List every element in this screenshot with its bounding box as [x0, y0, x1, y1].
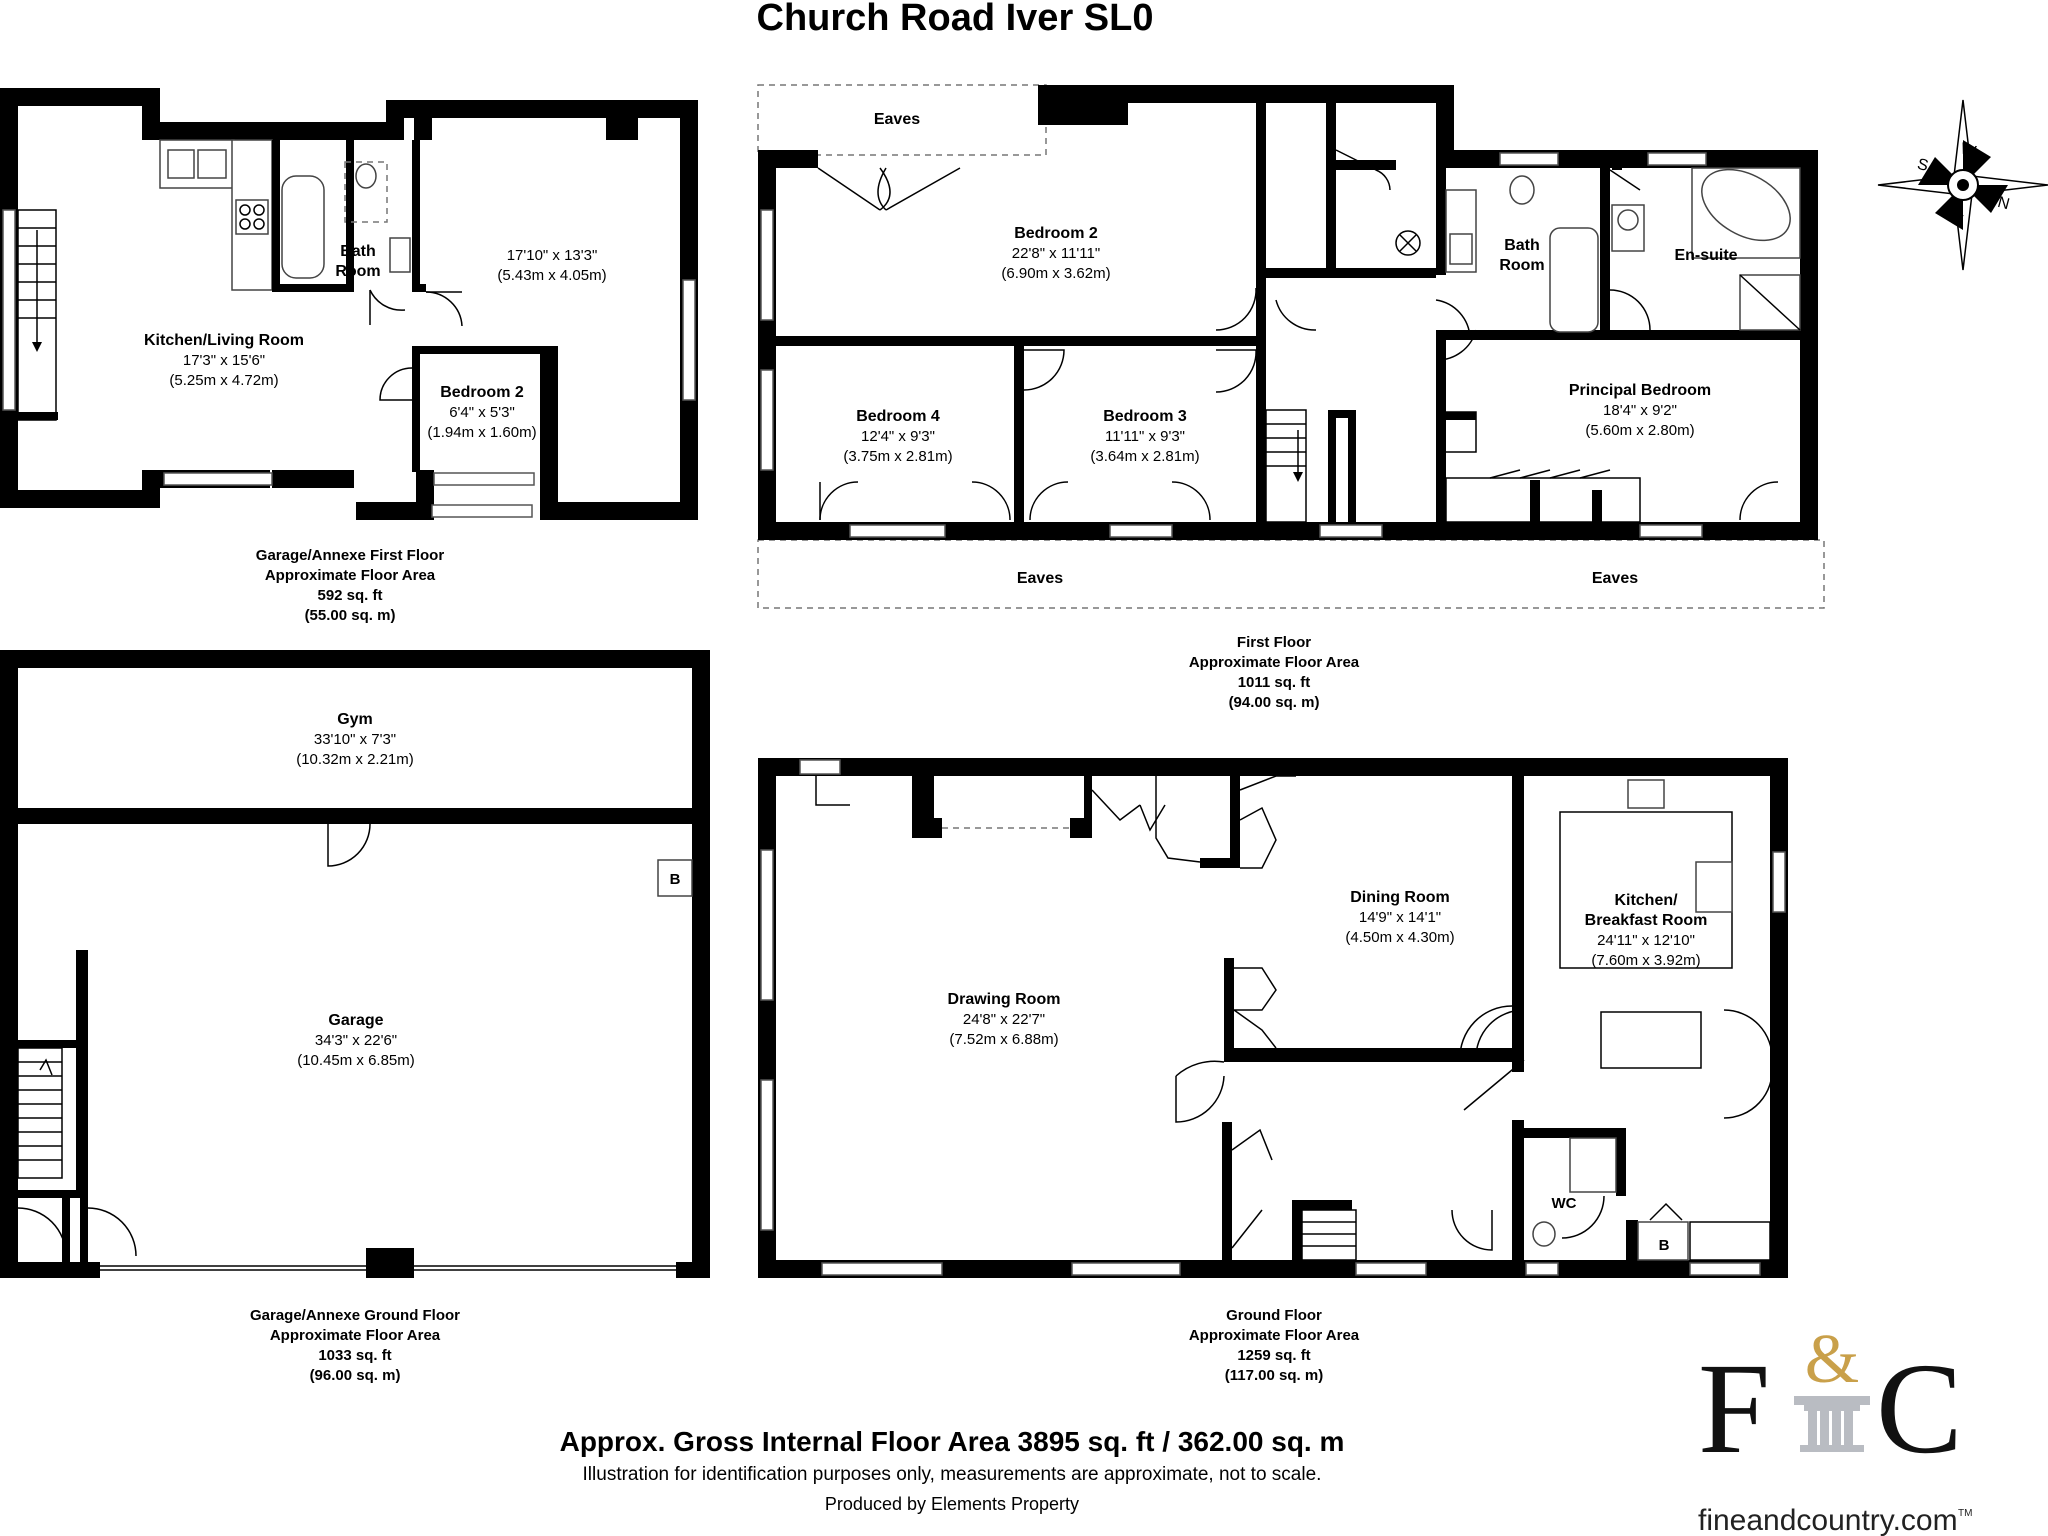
compass-rose-icon: W N E S — [1877, 99, 2048, 271]
floor-area-subtitle: Approximate Floor Area — [265, 567, 436, 584]
eaves-label: Eaves — [1017, 570, 1063, 587]
boiler-label: B — [670, 871, 681, 888]
room-size-metric: (7.52m x 6.88m) — [949, 1031, 1058, 1048]
room-name: Room — [1499, 257, 1544, 274]
room-size: 34'3" x 22'6" — [315, 1032, 397, 1049]
room-name: WC — [1552, 1195, 1577, 1212]
gross-floor-area: Approx. Gross Internal Floor Area 3895 s… — [560, 1426, 1345, 1457]
annexe-ground-floor-plan — [0, 650, 710, 1278]
floor-area-subtitle: Approximate Floor Area — [1189, 654, 1360, 671]
room-size: 11'11" x 9'3" — [1105, 428, 1185, 445]
floor-area-sqm: (55.00 sq. m) — [305, 607, 396, 624]
room-size: 24'8" x 22'7" — [963, 1011, 1045, 1028]
room-name: Bath — [340, 243, 376, 260]
room-name: Kitchen/Living Room — [144, 332, 304, 349]
room-name: Bedroom 4 — [856, 408, 940, 425]
main-first-floor-plan — [757, 84, 1825, 609]
floor-area-subtitle: Approximate Floor Area — [270, 1327, 441, 1344]
room-size-metric: (5.25m x 4.72m) — [169, 372, 278, 389]
room-size-metric: (5.60m x 2.80m) — [1585, 422, 1694, 439]
logo-c: C — [1876, 1337, 1963, 1481]
room-size-metric: (4.50m x 4.30m) — [1345, 929, 1454, 946]
room-name: Drawing Room — [948, 991, 1061, 1008]
floor-area-title: Garage/Annexe First Floor — [256, 547, 445, 564]
room-size-metric: (7.60m x 3.92m) — [1591, 952, 1700, 969]
floor-area-sqft: 1259 sq. ft — [1237, 1347, 1310, 1364]
floor-area-sqm: (94.00 sq. m) — [1229, 694, 1320, 711]
eaves-label: Eaves — [1592, 570, 1638, 587]
floor-area-title: First Floor — [1237, 634, 1311, 651]
room-size-metric: (3.64m x 2.81m) — [1090, 448, 1199, 465]
page-title: Church Road Iver SL0 — [757, 0, 1154, 39]
room-name: Bath — [1504, 237, 1540, 254]
logo-f: F — [1698, 1337, 1770, 1481]
room-name: Gym — [337, 711, 373, 728]
room-name: En-suite — [1674, 247, 1737, 264]
boiler-label: B — [1659, 1237, 1670, 1254]
room-name: Dining Room — [1350, 889, 1450, 906]
room-name: Bedroom 2 — [1014, 225, 1098, 242]
main-ground-floor-plan — [758, 758, 1788, 1278]
room-size-metric: (6.90m x 3.62m) — [1001, 265, 1110, 282]
room-name: Bedroom 3 — [1103, 408, 1187, 425]
room-size: 18'4" x 9'2" — [1603, 402, 1677, 419]
room-size-metric: (5.43m x 4.05m) — [497, 267, 606, 284]
logo-url: fineandcountry.com — [1698, 1504, 1958, 1536]
floor-area-sqft: 592 sq. ft — [317, 587, 382, 604]
room-size: 17'10" x 13'3" — [507, 247, 598, 264]
room-size: 17'3" x 15'6" — [183, 352, 265, 369]
room-name: Room — [335, 263, 380, 280]
room-size: 24'11" x 12'10" — [1597, 932, 1695, 949]
room-size: 12'4" x 9'3" — [861, 428, 935, 445]
room-size: 14'9" x 14'1" — [1359, 909, 1441, 926]
floor-area-sqft: 1033 sq. ft — [318, 1347, 391, 1364]
pillar-icon — [1794, 1396, 1870, 1452]
compass-w: W — [1959, 140, 1979, 161]
disclaimer: Illustration for identification purposes… — [583, 1464, 1322, 1485]
compass-n: N — [1996, 194, 2012, 213]
annexe-stairs — [17, 209, 58, 421]
floor-area-title: Ground Floor — [1226, 1307, 1322, 1324]
annexe-first-floor-plan — [0, 88, 698, 520]
compass-s: S — [1915, 156, 1930, 175]
floor-area-subtitle: Approximate Floor Area — [1189, 1327, 1360, 1344]
room-size-metric: (10.32m x 2.21m) — [296, 751, 414, 768]
room-name: Principal Bedroom — [1569, 382, 1711, 399]
produced-by: Produced by Elements Property — [825, 1494, 1079, 1514]
room-size: 6'4" x 5'3" — [449, 404, 515, 421]
room-size: 33'10" x 7'3" — [314, 731, 396, 748]
room-size-metric: (1.94m x 1.60m) — [427, 424, 536, 441]
fine-and-country-logo: F C & fineandcountry.com TM — [1698, 1321, 1972, 1536]
room-size: 22'8" x 11'11" — [1012, 245, 1100, 262]
room-name: Breakfast Room — [1585, 912, 1708, 929]
room-name: Kitchen/ — [1614, 892, 1678, 909]
floor-area-sqm: (117.00 sq. m) — [1225, 1367, 1323, 1384]
floor-area-sqft: 1011 sq. ft — [1238, 674, 1311, 691]
room-name: Bedroom 2 — [440, 384, 524, 401]
floor-area-title: Garage/Annexe Ground Floor — [250, 1307, 460, 1324]
room-size-metric: (10.45m x 6.85m) — [297, 1052, 415, 1069]
logo-ampersand: & — [1805, 1321, 1859, 1398]
room-size-metric: (3.75m x 2.81m) — [843, 448, 952, 465]
room-name: Garage — [328, 1012, 383, 1029]
first-floor-stairs — [1265, 409, 1356, 523]
compass-e: E — [1950, 211, 1965, 230]
logo-trademark: TM — [1958, 1508, 1972, 1519]
eaves-label: Eaves — [874, 111, 920, 128]
floor-area-sqm: (96.00 sq. m) — [310, 1367, 401, 1384]
